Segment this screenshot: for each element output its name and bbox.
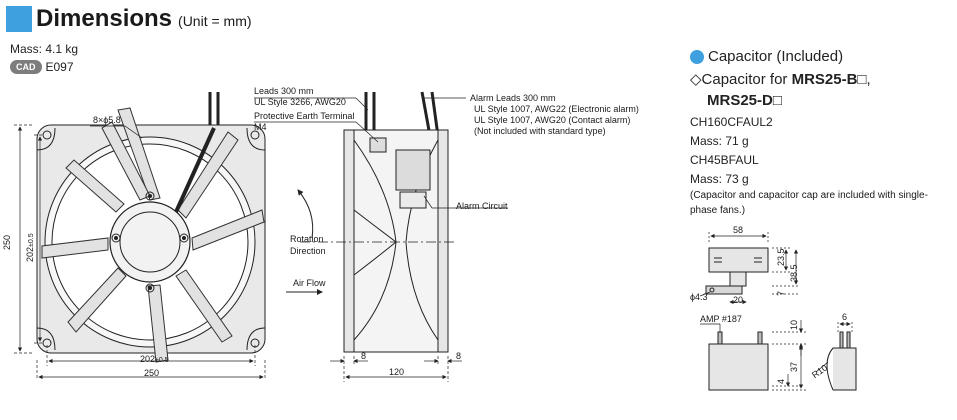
dim-250-vertical: 250	[2, 234, 12, 250]
holes-label: 8×ϕ5.8	[93, 115, 121, 125]
earth-terminal-size: M4	[254, 122, 267, 132]
rotation-label: Rotation	[290, 234, 324, 244]
unit-label: (Unit = mm)	[178, 13, 252, 29]
cap-dim-20: 20	[733, 295, 744, 305]
cap-dim-7: 7	[776, 290, 786, 296]
mass-label: Mass: 4.1 kg	[10, 42, 79, 56]
cap-dim-6: 6	[842, 312, 848, 322]
cap-dim-phi4-3: ϕ4.3	[690, 292, 708, 302]
dim-250-horizontal: 250	[144, 368, 160, 378]
earth-terminal-label: Protective Earth Terminal	[254, 111, 355, 121]
dim-120: 120	[389, 367, 405, 377]
dim-8-left: 8	[361, 351, 367, 361]
cap-amp-label: AMP #187	[700, 314, 742, 324]
capacitor-drawing-top	[705, 247, 769, 295]
alarm-leads-spec-2: UL Style 1007, AWG20 (Contact alarm)	[474, 115, 631, 125]
alarm-leads-note: (Not included with standard type)	[474, 126, 606, 136]
capacitor-mass-a: Mass: 71 g	[690, 134, 749, 148]
direction-label: Direction	[290, 246, 326, 256]
cap-dim-23-5: 23.5	[776, 248, 786, 266]
capacitor-mass-b: Mass: 73 g	[690, 172, 749, 186]
capacitor-model-a: CH160CFAUL2	[690, 115, 773, 129]
alarm-leads-spec-1: UL Style 1007, AWG22 (Electronic alarm)	[474, 104, 639, 114]
dim-202-horizontal: 202±0.5	[140, 354, 169, 364]
cap-dim-10: 10	[789, 319, 799, 330]
airflow-label: Air Flow	[293, 278, 326, 288]
cad-badge: CAD	[10, 60, 42, 74]
cad-row: CAD E097	[10, 60, 74, 74]
dim-8-right: 8	[456, 351, 462, 361]
leads-label: Leads 300 mm	[254, 86, 314, 96]
capacitor-for-title: ◇Capacitor for MRS25-B□,	[690, 71, 871, 88]
alarm-circuit-label: Alarm Circuit	[456, 201, 508, 211]
capacitor-note-2: phase fans.)	[690, 205, 746, 216]
cap-dim-58: 58	[733, 225, 744, 235]
capacitor-included-title: Capacitor (Included)	[690, 48, 843, 65]
alarm-leads-label: Alarm Leads 300 mm	[470, 93, 556, 103]
page-title: Dimensions(Unit = mm)	[36, 5, 252, 32]
capacitor-drawing-bottom	[708, 331, 857, 391]
leads-spec-label: UL Style 3266, AWG20	[254, 97, 346, 107]
header-square-icon	[6, 6, 32, 32]
cap-dim-37: 37	[789, 361, 799, 372]
capacitor-model-b: CH45BFAUL	[690, 153, 759, 167]
blue-dot-icon	[690, 49, 704, 64]
dim-202-vertical: 202±0.5	[25, 233, 35, 262]
capacitor-note-1: (Capacitor and capacitor cap are include…	[690, 190, 928, 201]
cap-dim-38-5: 38.5	[789, 264, 799, 282]
cap-dim-4: 4	[776, 378, 786, 384]
fan-front-view	[36, 92, 266, 363]
capacitor-for-model2: MRS25-D□	[707, 92, 782, 109]
fan-side-view	[300, 91, 456, 353]
cad-code: E097	[45, 60, 74, 74]
